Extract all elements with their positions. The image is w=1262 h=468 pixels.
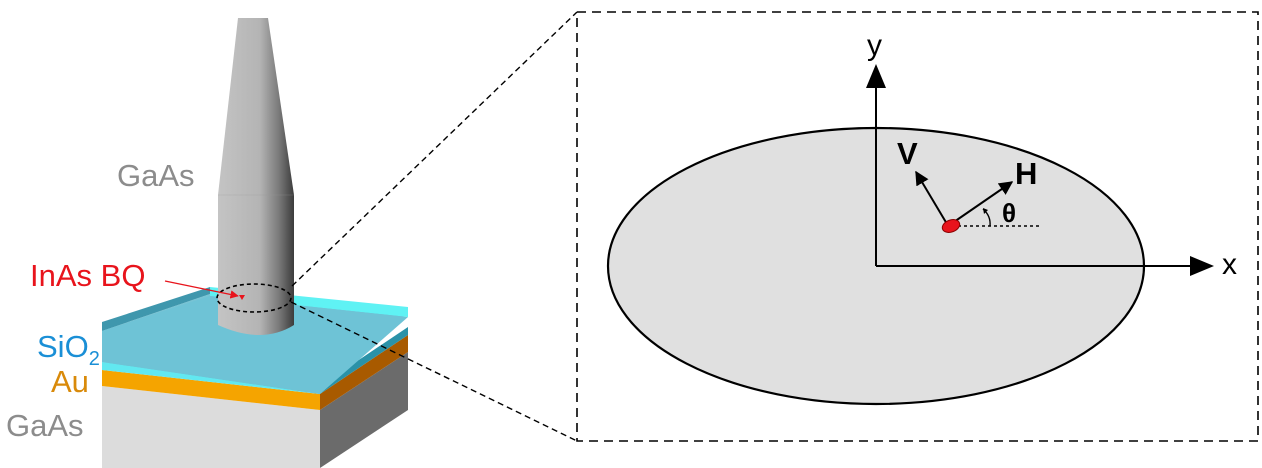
angle-label: θ	[1002, 198, 1016, 228]
quantum-dot-small	[239, 295, 245, 300]
angle-arc-tip	[983, 208, 988, 214]
metal-label: Au	[51, 364, 89, 399]
oxide-top-surface	[102, 296, 408, 394]
quantum-dot	[941, 219, 961, 233]
dot-pointer-arrow	[164, 280, 239, 299]
oxide-back-lip	[102, 287, 210, 331]
metal-front-face	[102, 370, 320, 410]
wire-material-label: GaAs	[117, 158, 195, 193]
nanowire	[218, 18, 294, 335]
metal-side-face	[320, 335, 408, 410]
zoom-line-bottom	[290, 301, 578, 442]
v-vector-arrow	[915, 170, 948, 225]
nanowire-body	[218, 18, 294, 335]
zoom-region-ellipse	[216, 283, 292, 313]
layer-stack	[102, 287, 408, 468]
substrate-label: GaAs	[6, 408, 84, 443]
x-axis-arrowhead	[1190, 256, 1214, 276]
h-vector-arrow	[950, 181, 1014, 225]
substrate-side-face	[320, 352, 408, 468]
y-axis-arrowhead	[866, 64, 886, 88]
v-vector-label: V	[897, 136, 918, 171]
oxide-label: SiO2	[37, 329, 100, 370]
x-axis-label: x	[1222, 248, 1237, 281]
quantum-dot-label: InAs BQ	[30, 258, 145, 293]
h-vector-label: H	[1015, 156, 1037, 191]
zoom-line-top	[291, 11, 578, 287]
y-axis-label: y	[867, 29, 882, 62]
oxide-subscript: 2	[89, 348, 100, 370]
substrate-front-face	[102, 386, 320, 468]
oxide-side-face	[320, 327, 408, 394]
